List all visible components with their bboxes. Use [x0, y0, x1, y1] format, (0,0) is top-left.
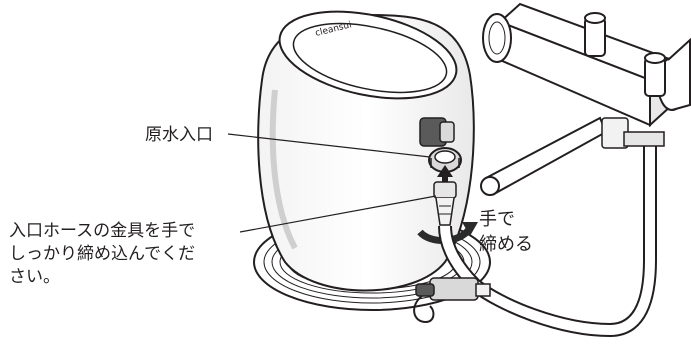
inlet-fitting: [419, 117, 462, 173]
leader-hose-fitting: [239, 195, 437, 233]
faucet: [480, 2, 691, 196]
up-arrow: [437, 165, 453, 186]
hose-nut: [433, 181, 457, 226]
label-hose-instruction: 入口ホースの金具を手で しっかり締め込んでくだ さい。: [9, 221, 196, 287]
hose: [438, 140, 657, 338]
purifier-lid: cleansui: [278, 10, 458, 100]
leader-raw-water-inlet: [227, 133, 431, 158]
label-raw-water-inlet: 原水入口: [145, 125, 213, 145]
bottom-outlet-fitting: [413, 277, 491, 324]
label-tighten-by-hand: 手で 締める: [479, 209, 533, 255]
leader-lines: [227, 133, 437, 233]
